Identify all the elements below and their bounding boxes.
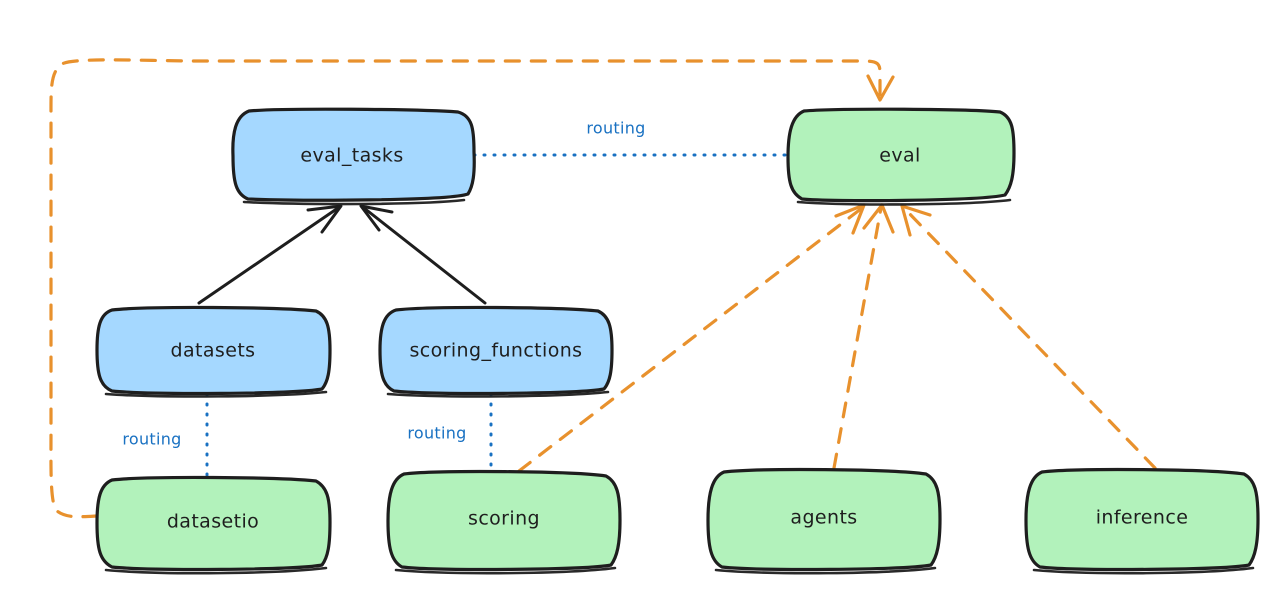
node-inference[interactable]: inference (1024, 467, 1260, 575)
edge-inference-to-eval (900, 204, 1157, 470)
node-datasets[interactable]: datasets (95, 305, 332, 398)
node-label-agents: agents (790, 507, 857, 529)
edge-label-routing-1: routing (586, 119, 645, 138)
node-label-datasetio: datasetio (167, 511, 259, 533)
edge-datasets-to-datasetio: routing (122, 392, 209, 479)
node-scoring-functions[interactable]: scoring_functions (378, 305, 614, 398)
node-label-eval: eval (879, 145, 920, 167)
node-scoring[interactable]: scoring (386, 469, 622, 575)
edge-eval-tasks-to-eval: routing (472, 119, 788, 157)
node-agents[interactable]: agents (706, 467, 942, 575)
edge-scoring-functions-to-scoring: routing (407, 392, 493, 473)
edge-datasets-to-eval-tasks (197, 204, 343, 305)
edge-label-routing-3: routing (407, 424, 466, 443)
node-label-eval-tasks: eval_tasks (300, 145, 403, 167)
node-label-scoring: scoring (468, 508, 540, 530)
edge-label-routing-2: routing (122, 430, 181, 449)
node-label-datasets: datasets (171, 340, 256, 362)
node-eval-tasks[interactable]: eval_tasks (231, 107, 476, 206)
node-datasetio[interactable]: datasetio (95, 475, 332, 575)
node-label-scoring-functions: scoring_functions (410, 340, 583, 362)
node-eval[interactable]: eval (786, 107, 1016, 206)
edge-agents-to-eval (832, 203, 895, 470)
edge-datasetio-to-eval (49, 58, 895, 519)
node-label-inference: inference (1096, 507, 1189, 529)
edge-scoring-functions-to-eval-tasks (359, 204, 487, 305)
